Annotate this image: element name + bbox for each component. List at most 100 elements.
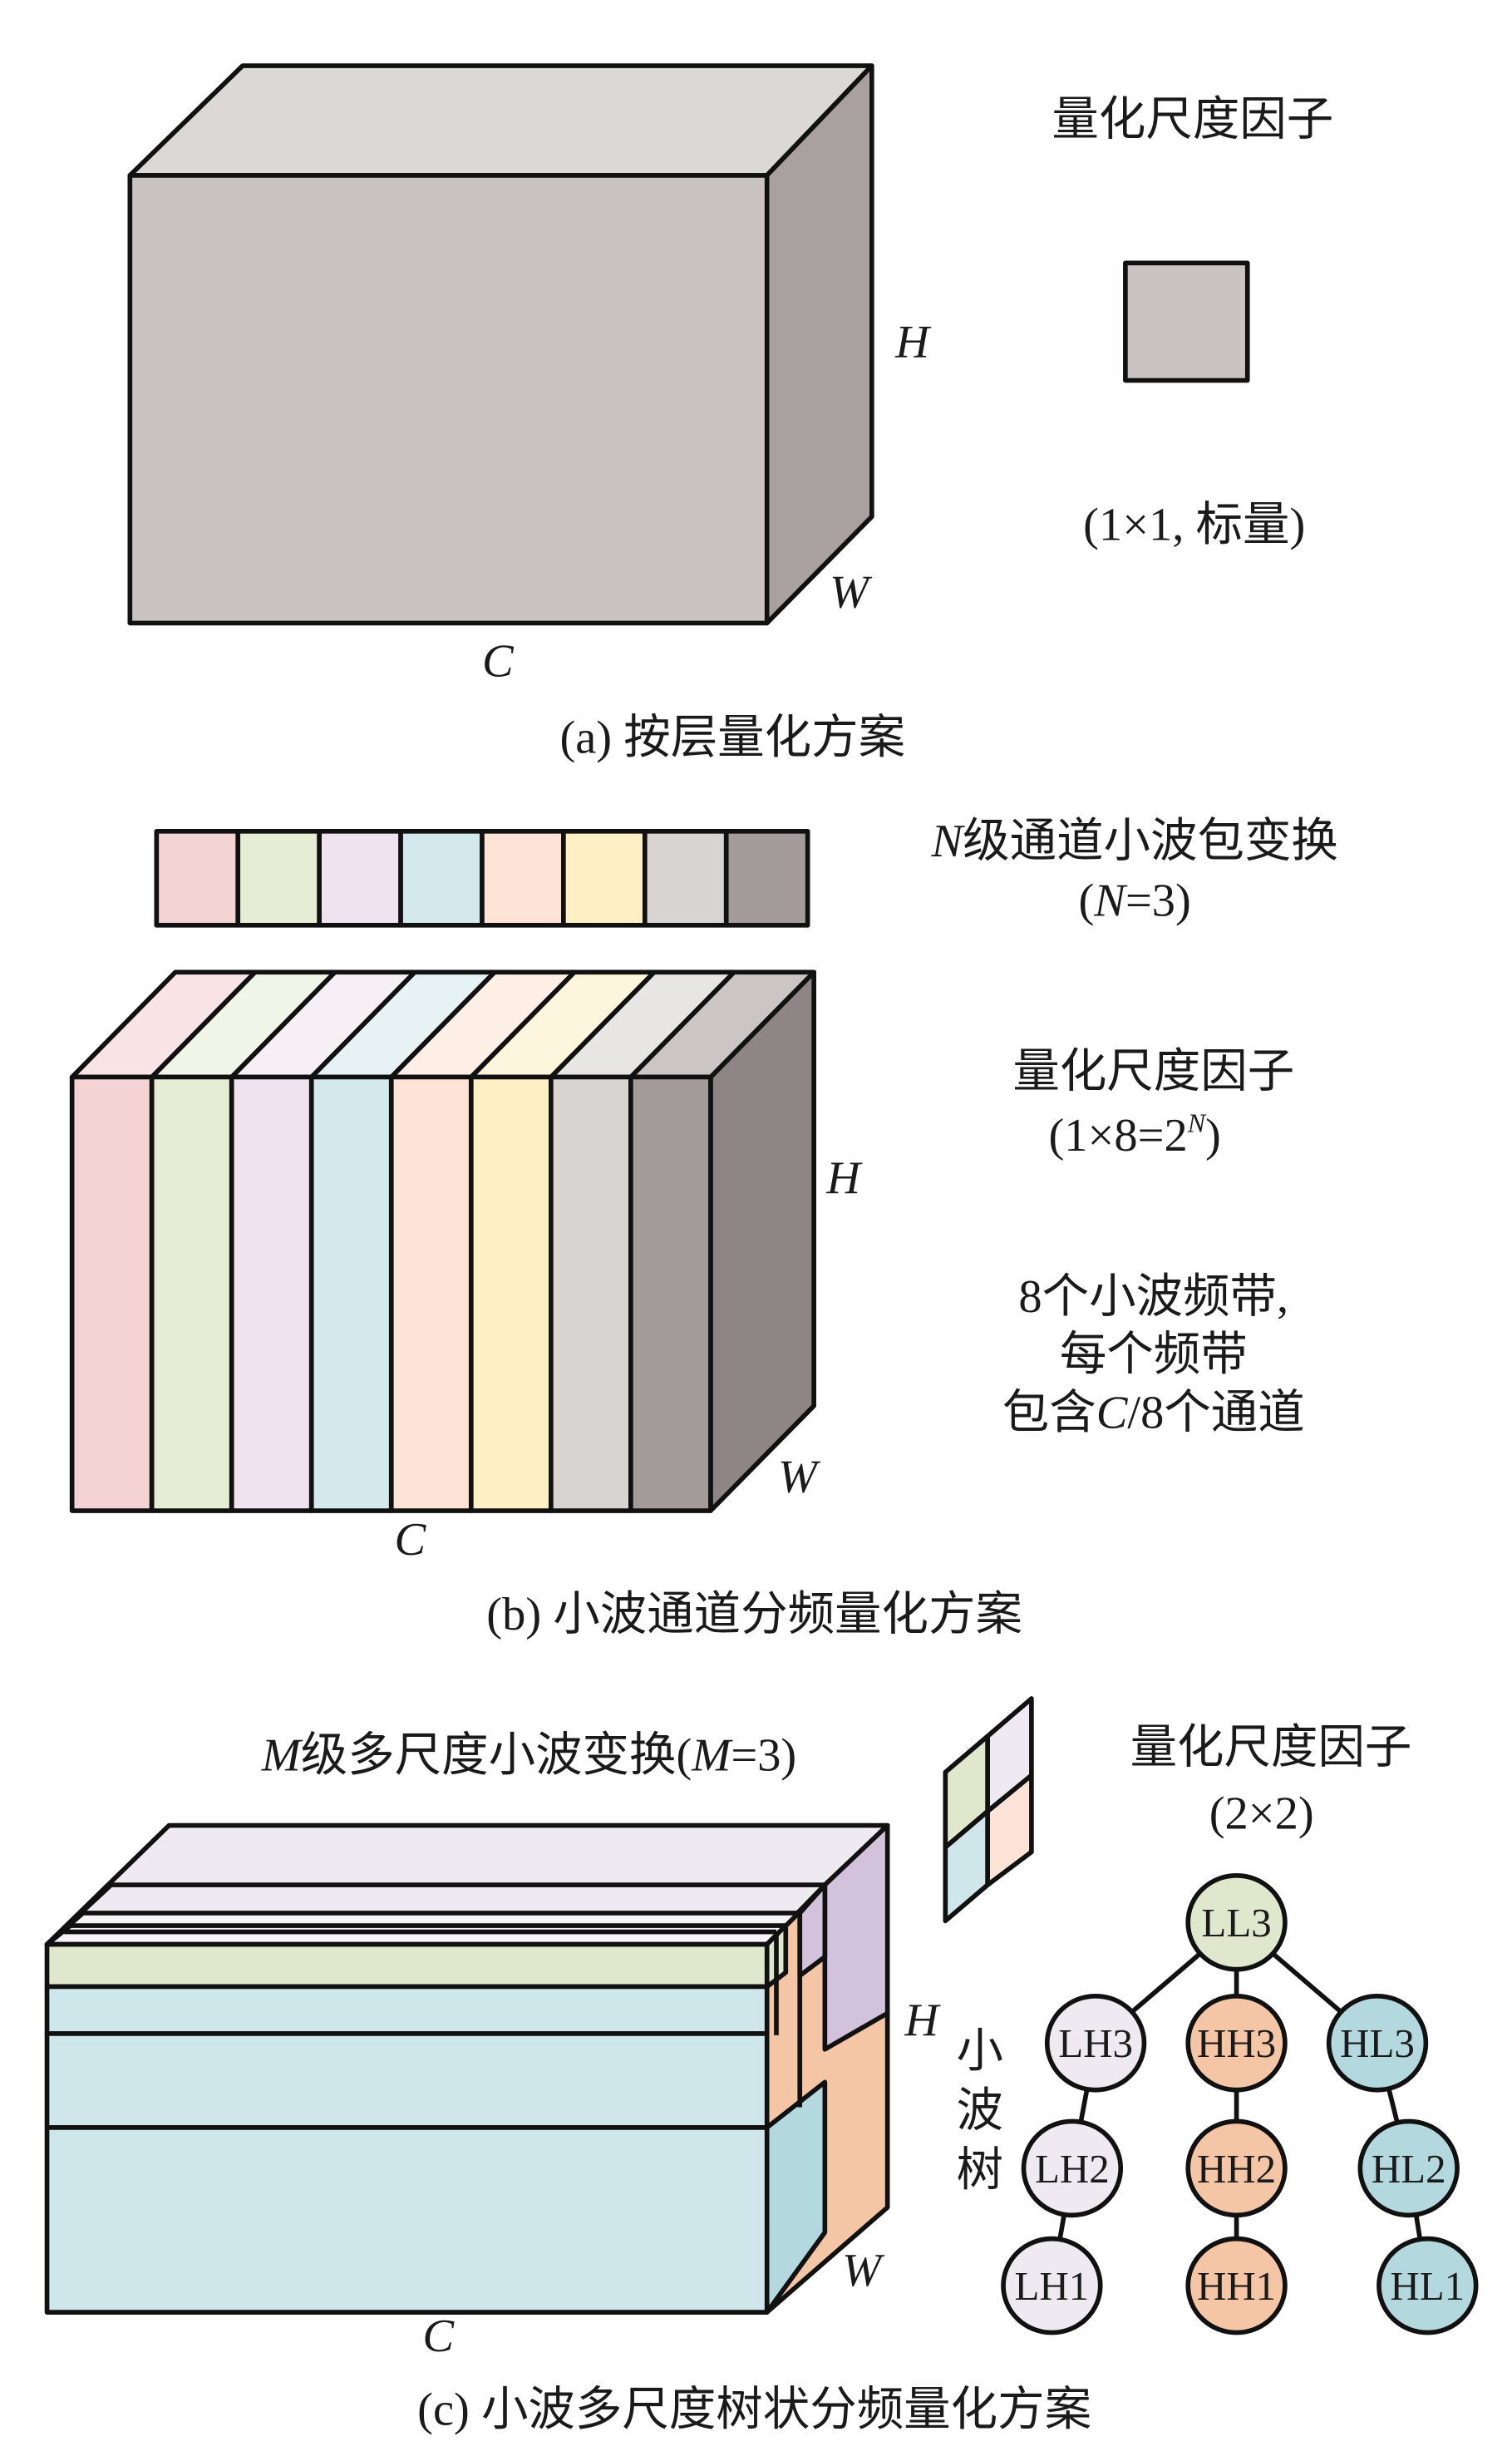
- band-desc-var: C: [1096, 1387, 1129, 1438]
- axis-label-w: W: [830, 567, 873, 619]
- tree-node-circle: [1326, 1993, 1429, 2093]
- cube-top-face: [127, 63, 874, 178]
- tree-label-char: 树: [957, 2145, 1003, 2197]
- axis-label-c: C: [395, 1514, 427, 1566]
- scale-factor-title: 量化尺度因子: [1012, 1046, 1294, 1097]
- panel-a: H W C 量化尺度因子 (1×1, 标量) (a) 按层量化方案: [127, 63, 1333, 764]
- tree-node-label: HL3: [1340, 2020, 1415, 2066]
- front-band-level1: [44, 2125, 770, 2315]
- tree-node-hh3: HH3: [1185, 1993, 1288, 2093]
- scalar-scale-factor-square: [1123, 260, 1250, 383]
- scale-desc-close: ): [1205, 1110, 1221, 1161]
- wavelet-packet-band-strip: [154, 829, 810, 928]
- tree-node-circle: [1021, 2118, 1124, 2218]
- transform-label: N级通道小波包变换: [930, 816, 1337, 867]
- axis-label-c: C: [422, 2311, 455, 2362]
- axis-label-h: H: [825, 1152, 863, 1204]
- tree-node-circle: [1044, 1993, 1147, 2093]
- scale-desc-exponent: N: [1187, 1107, 1207, 1137]
- tree-node-hl3: HL3: [1326, 1993, 1429, 2093]
- band-front-face: [468, 1074, 554, 1513]
- multiscale-wavelet-cube: [44, 1822, 890, 2315]
- transform-param: (N=3): [1078, 875, 1190, 927]
- tree-node-circle: [1185, 2118, 1288, 2218]
- band-cell: [561, 829, 648, 928]
- scale-desc-base: (1×8=2: [1048, 1110, 1187, 1161]
- band-front-face: [308, 1074, 394, 1513]
- tree-node-circle: [1377, 2236, 1479, 2335]
- scale-factor-desc: (2×2): [1209, 1788, 1314, 1839]
- band-desc-line1: 8个小波频带,: [1018, 1271, 1288, 1323]
- quadrant-hh: [985, 1773, 1034, 1887]
- panel-c: M级多尺度小波变换(M=3) H W C: [44, 1696, 1479, 2436]
- tree-node-lh3: LH3: [1044, 1993, 1147, 2093]
- transform-param-open: (: [1078, 875, 1094, 927]
- axis-label-w: W: [778, 1451, 821, 1502]
- band-front-face: [388, 1074, 474, 1513]
- band-cell: [398, 829, 485, 928]
- transform-param-var: M: [691, 1730, 733, 1782]
- band-front-face: [149, 1074, 234, 1513]
- tree-node-label: LH2: [1035, 2146, 1110, 2192]
- band-cell: [154, 829, 241, 928]
- transform-label: M级多尺度小波变换(M=3): [261, 1730, 797, 1782]
- transform-param-rest: =3): [1125, 875, 1191, 927]
- transform-param-var: N: [1093, 875, 1128, 927]
- tree-node-label: HH2: [1197, 2146, 1276, 2192]
- scale-factor-title: 量化尺度因子: [1052, 94, 1333, 145]
- band-front-face: [628, 1074, 713, 1513]
- tree-node-hl2: HL2: [1357, 2118, 1460, 2218]
- scale-factor-2x2-icon: [943, 1696, 1034, 1924]
- band-front-face: [69, 1074, 155, 1513]
- tree-label-char: 波: [957, 2085, 1003, 2137]
- band-desc-post: /8个通道: [1127, 1387, 1304, 1438]
- tree-node-circle: [1357, 2118, 1460, 2218]
- caption-a: (a) 按层量化方案: [559, 713, 905, 764]
- tree-label-char: 小: [957, 2025, 1003, 2077]
- caption-c: (c) 小波多尺度树状分频量化方案: [417, 2385, 1091, 2436]
- transform-param-rest: =3): [731, 1730, 796, 1782]
- transform-var: N: [930, 816, 965, 867]
- band-cell: [317, 829, 403, 928]
- band-cell: [642, 829, 729, 928]
- axis-label-c: C: [482, 635, 515, 687]
- transform-text: 级通道小波包变换: [963, 816, 1338, 867]
- axis-label-h: H: [904, 1995, 941, 2046]
- tree-node-label: HH3: [1197, 2020, 1276, 2066]
- scale-factor-desc: (1×8=2N): [1048, 1107, 1220, 1161]
- cube-front-face: [127, 173, 770, 626]
- tree-node-circle: [1185, 2236, 1288, 2335]
- panel-b: N级通道小波包变换 (N=3) 量化尺度因子 (1×8=2N) 8个小波频带, …: [69, 816, 1338, 1640]
- scale-factor-desc: (1×1, 标量): [1083, 500, 1305, 551]
- caption-b: (b) 小波通道分频量化方案: [486, 1589, 1022, 1640]
- tree-node-circle: [1001, 2236, 1103, 2335]
- tree-node-ll3: LL3: [1185, 1872, 1288, 1972]
- front-band-level2: [44, 2031, 770, 2130]
- tree-node-circle: [1185, 1872, 1288, 1972]
- tree-node-label: LH3: [1058, 2020, 1133, 2066]
- tree-node-lh1: LH1: [1001, 2236, 1103, 2335]
- band-desc-pre: 包含: [1002, 1387, 1096, 1438]
- tree-node-label: HL1: [1390, 2263, 1465, 2309]
- band-cell: [480, 829, 566, 928]
- tree-node-label: LL3: [1201, 1900, 1271, 1946]
- transform-var: M: [261, 1730, 303, 1782]
- tree-node-label: HH1: [1197, 2263, 1276, 2309]
- tree-node-label: HL2: [1372, 2146, 1446, 2192]
- axis-label-w: W: [842, 2245, 885, 2296]
- transform-text: 级多尺度小波变换(: [301, 1730, 692, 1782]
- tree-node-circle: [1185, 1993, 1288, 2093]
- tree-node-hl1: HL1: [1377, 2236, 1479, 2335]
- tree-node-hh1: HH1: [1185, 2236, 1288, 2335]
- scale-factor-title: 量化尺度因子: [1130, 1722, 1412, 1773]
- slab-top-4: [44, 1923, 789, 1947]
- band-cell: [235, 829, 322, 928]
- band-front-face: [549, 1074, 633, 1513]
- band-front-face: [229, 1074, 314, 1513]
- band-desc-line2: 每个频带: [1060, 1329, 1248, 1381]
- band-cell: [723, 829, 810, 928]
- front-band-ll: [44, 1941, 770, 1990]
- side-region-purple: [822, 1822, 890, 2052]
